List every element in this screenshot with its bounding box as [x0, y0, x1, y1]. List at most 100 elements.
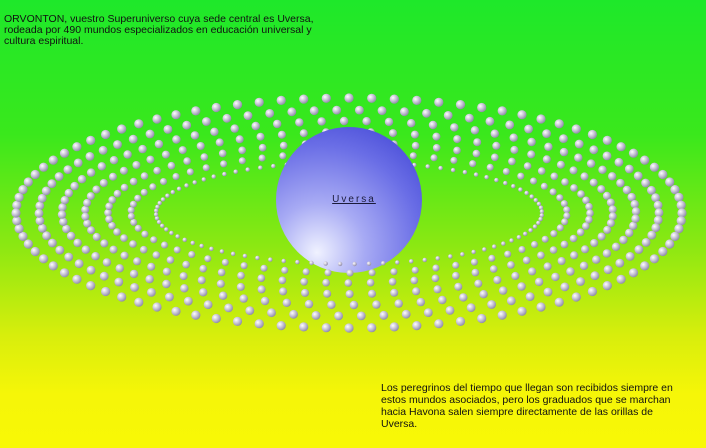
- world-dot: [388, 278, 397, 286]
- world-dot: [582, 222, 590, 230]
- world-dot: [577, 190, 585, 198]
- world-dot: [390, 288, 399, 297]
- world-dot: [522, 256, 531, 265]
- world-dot: [511, 271, 520, 280]
- world-dot: [616, 178, 625, 188]
- world-dot: [559, 147, 569, 157]
- world-dot: [311, 311, 321, 320]
- world-dot: [258, 165, 263, 170]
- world-dot: [504, 250, 512, 258]
- world-dot: [161, 241, 168, 249]
- world-dot: [59, 268, 70, 278]
- world-dot: [465, 113, 474, 123]
- world-dot: [603, 225, 612, 234]
- world-dot: [450, 167, 456, 173]
- world-dot: [674, 224, 684, 234]
- world-dot: [295, 259, 300, 265]
- world-dot: [367, 93, 377, 103]
- world-dot: [590, 239, 599, 247]
- world-dot: [202, 117, 211, 126]
- world-dot: [411, 141, 420, 150]
- world-dot: [676, 216, 686, 226]
- world-dot: [537, 167, 546, 175]
- world-dot: [592, 255, 601, 264]
- world-dot: [432, 132, 441, 141]
- world-dot: [14, 192, 24, 202]
- world-dot: [109, 172, 117, 181]
- world-dot: [152, 251, 161, 259]
- world-dot: [218, 291, 228, 300]
- world-dot: [191, 106, 201, 116]
- world-dot: [64, 252, 74, 262]
- world-dot: [169, 230, 174, 236]
- world-dot: [114, 277, 124, 287]
- world-dot: [183, 157, 191, 165]
- world-dot: [155, 204, 160, 210]
- world-dot: [517, 282, 526, 291]
- world-dot: [14, 224, 24, 234]
- world-dot: [484, 175, 489, 180]
- world-dot: [628, 148, 639, 158]
- world-dot: [452, 271, 460, 280]
- world-dot: [108, 221, 116, 230]
- world-dot: [432, 264, 440, 272]
- world-dot: [256, 132, 265, 141]
- world-dot: [101, 129, 111, 140]
- world-dot: [153, 212, 159, 217]
- world-dot: [477, 102, 487, 113]
- world-dot: [73, 158, 83, 168]
- world-dot: [217, 268, 226, 277]
- world-dot: [35, 201, 45, 211]
- world-dot: [146, 155, 155, 164]
- world-dot: [23, 239, 33, 249]
- world-dot: [469, 160, 477, 168]
- world-dot: [557, 257, 566, 265]
- world-dot: [38, 223, 47, 233]
- world-dot: [559, 134, 568, 144]
- world-dot: [608, 205, 617, 214]
- world-dot: [455, 316, 466, 326]
- world-dot: [366, 261, 372, 266]
- world-dot: [492, 141, 501, 150]
- world-dot: [640, 155, 650, 165]
- world-dot: [304, 299, 314, 309]
- world-dot: [574, 139, 584, 149]
- world-dot: [105, 202, 113, 211]
- world-dot: [506, 296, 516, 306]
- world-dot: [508, 157, 516, 166]
- world-dot: [299, 129, 308, 138]
- world-dot: [435, 256, 440, 261]
- world-dot: [235, 135, 244, 144]
- world-dot: [129, 200, 137, 208]
- world-dot: [473, 138, 482, 147]
- world-dot: [410, 130, 419, 139]
- world-dot: [585, 202, 593, 211]
- world-dot: [674, 192, 684, 202]
- world-dot: [346, 269, 354, 277]
- world-dot: [530, 177, 537, 185]
- world-dot: [579, 261, 589, 270]
- world-dot: [502, 168, 510, 175]
- world-dot: [123, 150, 132, 159]
- world-dot: [134, 224, 142, 232]
- world-dot: [86, 168, 96, 177]
- world-dot: [147, 288, 156, 297]
- world-dot: [492, 244, 497, 249]
- world-dot: [622, 185, 632, 195]
- world-dot: [199, 243, 204, 249]
- associated-worlds-back: [12, 93, 686, 218]
- world-dot: [202, 164, 210, 172]
- world-dot: [39, 254, 49, 264]
- world-dot: [490, 129, 499, 138]
- world-dot: [597, 185, 606, 194]
- world-dot: [460, 252, 465, 257]
- world-dot: [454, 282, 463, 291]
- world-dot: [165, 292, 174, 302]
- world-dot: [113, 228, 121, 236]
- world-dot: [528, 267, 537, 276]
- world-dot: [389, 322, 399, 332]
- world-dot: [517, 306, 527, 316]
- world-dot: [590, 271, 600, 281]
- world-dot: [561, 178, 569, 186]
- world-dot: [569, 166, 578, 175]
